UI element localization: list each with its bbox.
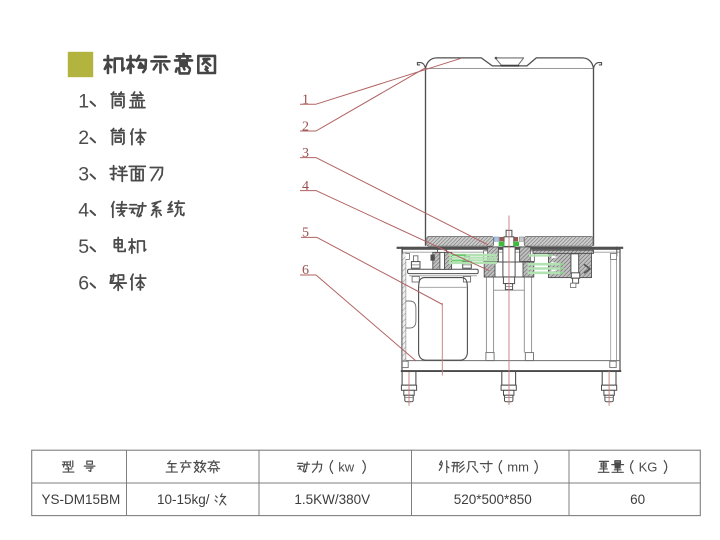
svg-text:3: 3 bbox=[78, 163, 89, 185]
svg-text:2: 2 bbox=[78, 127, 89, 149]
svg-text:6: 6 bbox=[302, 263, 309, 278]
svg-text:520*500*850: 520*500*850 bbox=[454, 492, 532, 507]
svg-text:KG: KG bbox=[639, 460, 658, 475]
svg-text:5: 5 bbox=[302, 226, 309, 241]
svg-text:1: 1 bbox=[302, 92, 309, 107]
svg-text:mm: mm bbox=[507, 460, 529, 475]
svg-text:4: 4 bbox=[78, 200, 89, 222]
svg-text:1.5KW/380V: 1.5KW/380V bbox=[294, 492, 370, 507]
svg-text:4: 4 bbox=[302, 179, 309, 194]
svg-text:6: 6 bbox=[78, 272, 89, 294]
svg-text:kw: kw bbox=[338, 460, 355, 475]
svg-text:10-15kg/: 10-15kg/ bbox=[157, 492, 210, 507]
svg-text:3: 3 bbox=[302, 146, 309, 161]
svg-text:YS-DM15BM: YS-DM15BM bbox=[42, 492, 121, 507]
svg-text:1: 1 bbox=[78, 91, 89, 113]
svg-text:2: 2 bbox=[302, 119, 309, 134]
svg-text:60: 60 bbox=[630, 492, 645, 507]
svg-text:5: 5 bbox=[78, 236, 89, 258]
